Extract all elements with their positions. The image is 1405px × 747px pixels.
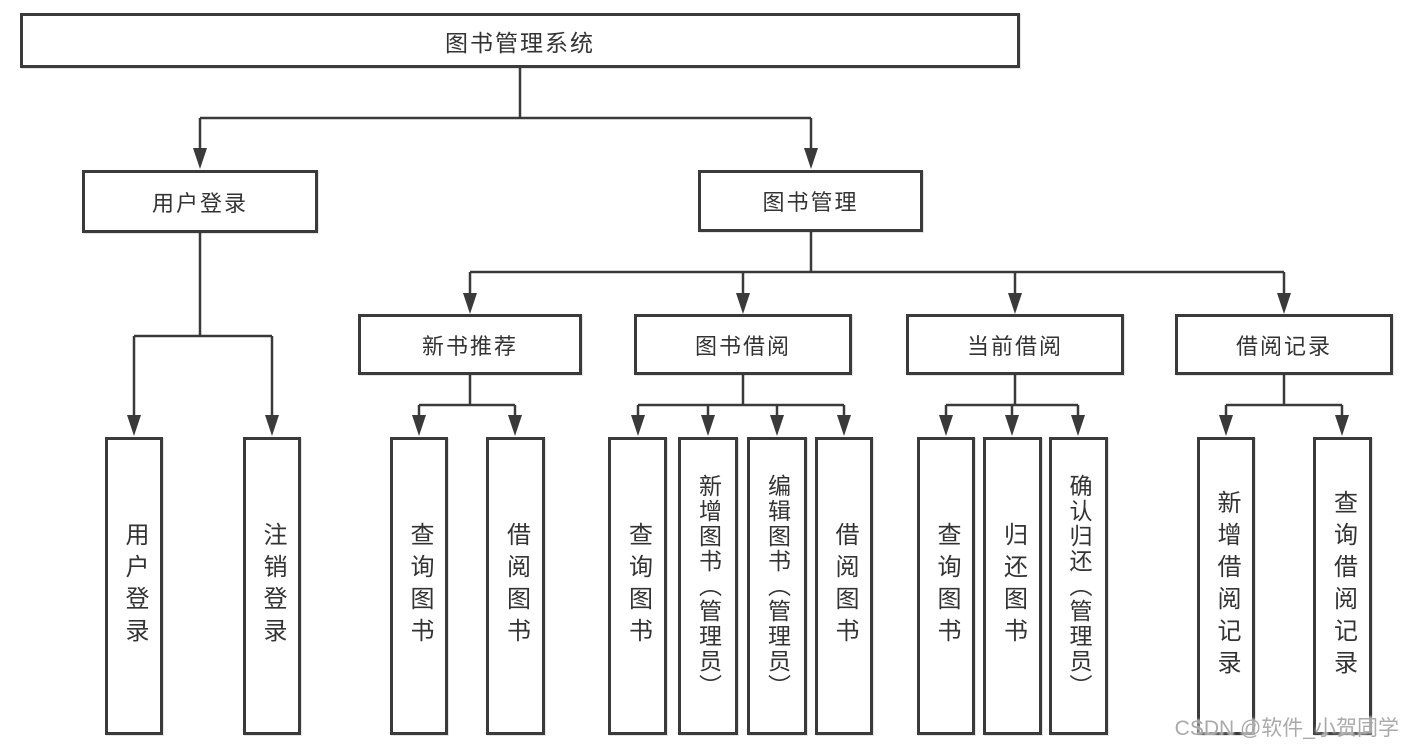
- arrowheads: [127, 148, 1349, 436]
- node-library-management-system: 图书管理系统: [20, 13, 1020, 68]
- csdn-watermark: CSDN @软件_小贺同学: [1174, 717, 1399, 740]
- leaf-logout: 注销登录: [243, 437, 301, 735]
- node-user-login: 用户登录: [82, 170, 318, 233]
- leaf-add-borrow-record: 新增借阅记录: [1197, 437, 1255, 735]
- node-current-borrow: 当前借阅: [906, 314, 1124, 375]
- leaf-add-book-admin: 新增图书（管理员）: [678, 437, 738, 735]
- leaf-return-book: 归还图书: [983, 437, 1042, 735]
- leaf-query-book-recommend: 查询图书: [390, 437, 448, 735]
- leaf-edit-book-admin: 编辑图书（管理员）: [747, 437, 807, 735]
- leaf-borrow-book: 借阅图书: [815, 437, 873, 735]
- leaf-user-login: 用户登录: [105, 437, 163, 735]
- leaf-query-borrow-record: 查询借阅记录: [1313, 437, 1372, 735]
- node-book-management: 图书管理: [698, 170, 923, 232]
- leaf-query-book-borrow: 查询图书: [608, 437, 667, 735]
- leaf-confirm-return-admin: 确认归还（管理员）: [1049, 437, 1108, 735]
- leaf-borrow-book-recommend: 借阅图书: [486, 437, 545, 735]
- node-borrow-record: 借阅记录: [1175, 314, 1393, 375]
- node-new-book-recommend: 新书推荐: [358, 314, 582, 375]
- node-book-borrow: 图书借阅: [634, 314, 852, 375]
- leaf-query-book-current: 查询图书: [917, 437, 975, 735]
